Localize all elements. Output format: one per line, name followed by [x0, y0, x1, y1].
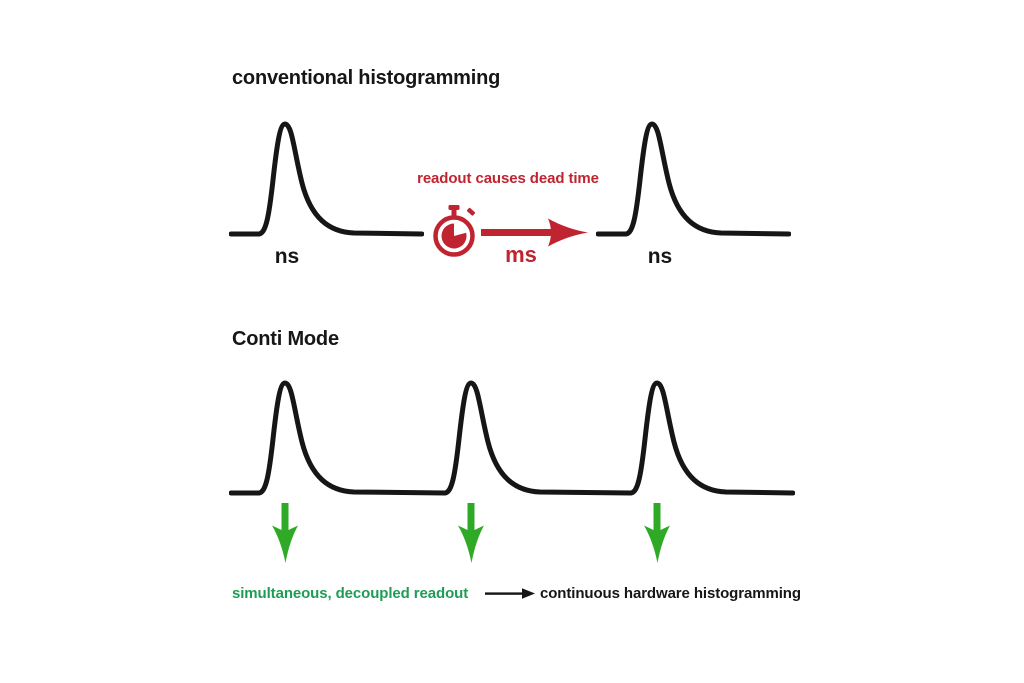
event-arrow-down-icon [644, 503, 670, 563]
caption-arrow-right-icon [485, 588, 535, 599]
readout-unit-label: ms [505, 242, 537, 267]
dead-time-note: readout causes dead time [417, 170, 599, 187]
time-unit-label-right: ns [647, 245, 673, 268]
decay-pulse-curve-left [229, 121, 424, 237]
continuous-pulse-train-curve [229, 380, 795, 496]
event-arrow-down-icon [272, 503, 298, 563]
readout-arrow-right-icon [481, 218, 588, 247]
section-title-conti-mode: Conti Mode [232, 328, 339, 350]
section-title-conventional: conventional histogramming [232, 67, 501, 89]
decay-pulse-curve-right [596, 121, 791, 237]
time-unit-label-left: ns [274, 245, 300, 268]
readout-caption: simultaneous, decoupled readout [232, 585, 469, 602]
event-arrow-down-icon [458, 503, 484, 563]
stopwatch-icon [433, 205, 476, 257]
result-caption: continuous hardware histogramming [540, 585, 801, 602]
